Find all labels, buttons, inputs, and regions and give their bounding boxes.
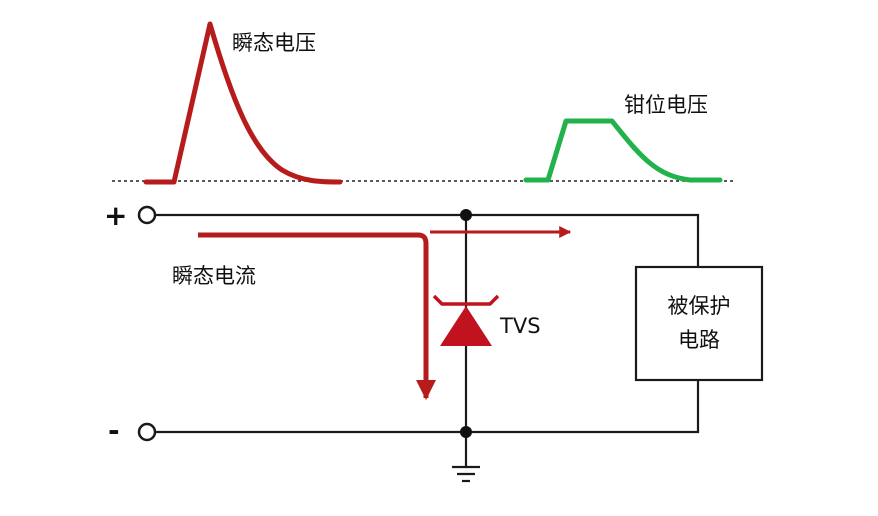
positive-rail-wire [155, 213, 700, 267]
junction-dot-bottom [460, 426, 472, 438]
tvs-label: TVS [499, 314, 541, 338]
transient-voltage-label: 瞬态电压 [232, 31, 316, 55]
minus-terminal [137, 422, 157, 442]
transient-current-path [198, 232, 436, 400]
negative-rail-wire [155, 380, 700, 434]
tvs-diode-icon [432, 294, 500, 346]
transient-voltage-waveform [143, 21, 343, 185]
plus-terminal-sign: + [104, 199, 127, 232]
protected-circuit-label-line1: 被保护 [668, 294, 731, 318]
protected-circuit-label-line2: 电路 [678, 328, 720, 352]
clamping-voltage-waveform [523, 118, 723, 183]
protected-circuit-box [634, 265, 764, 382]
junction-dot-top [460, 209, 472, 221]
ground-icon [452, 465, 480, 483]
plus-terminal [137, 205, 157, 225]
minus-terminal-sign: - [108, 414, 120, 447]
transient-current-label: 瞬态电流 [172, 264, 256, 288]
clamping-voltage-label: 钳位电压 [624, 93, 708, 117]
